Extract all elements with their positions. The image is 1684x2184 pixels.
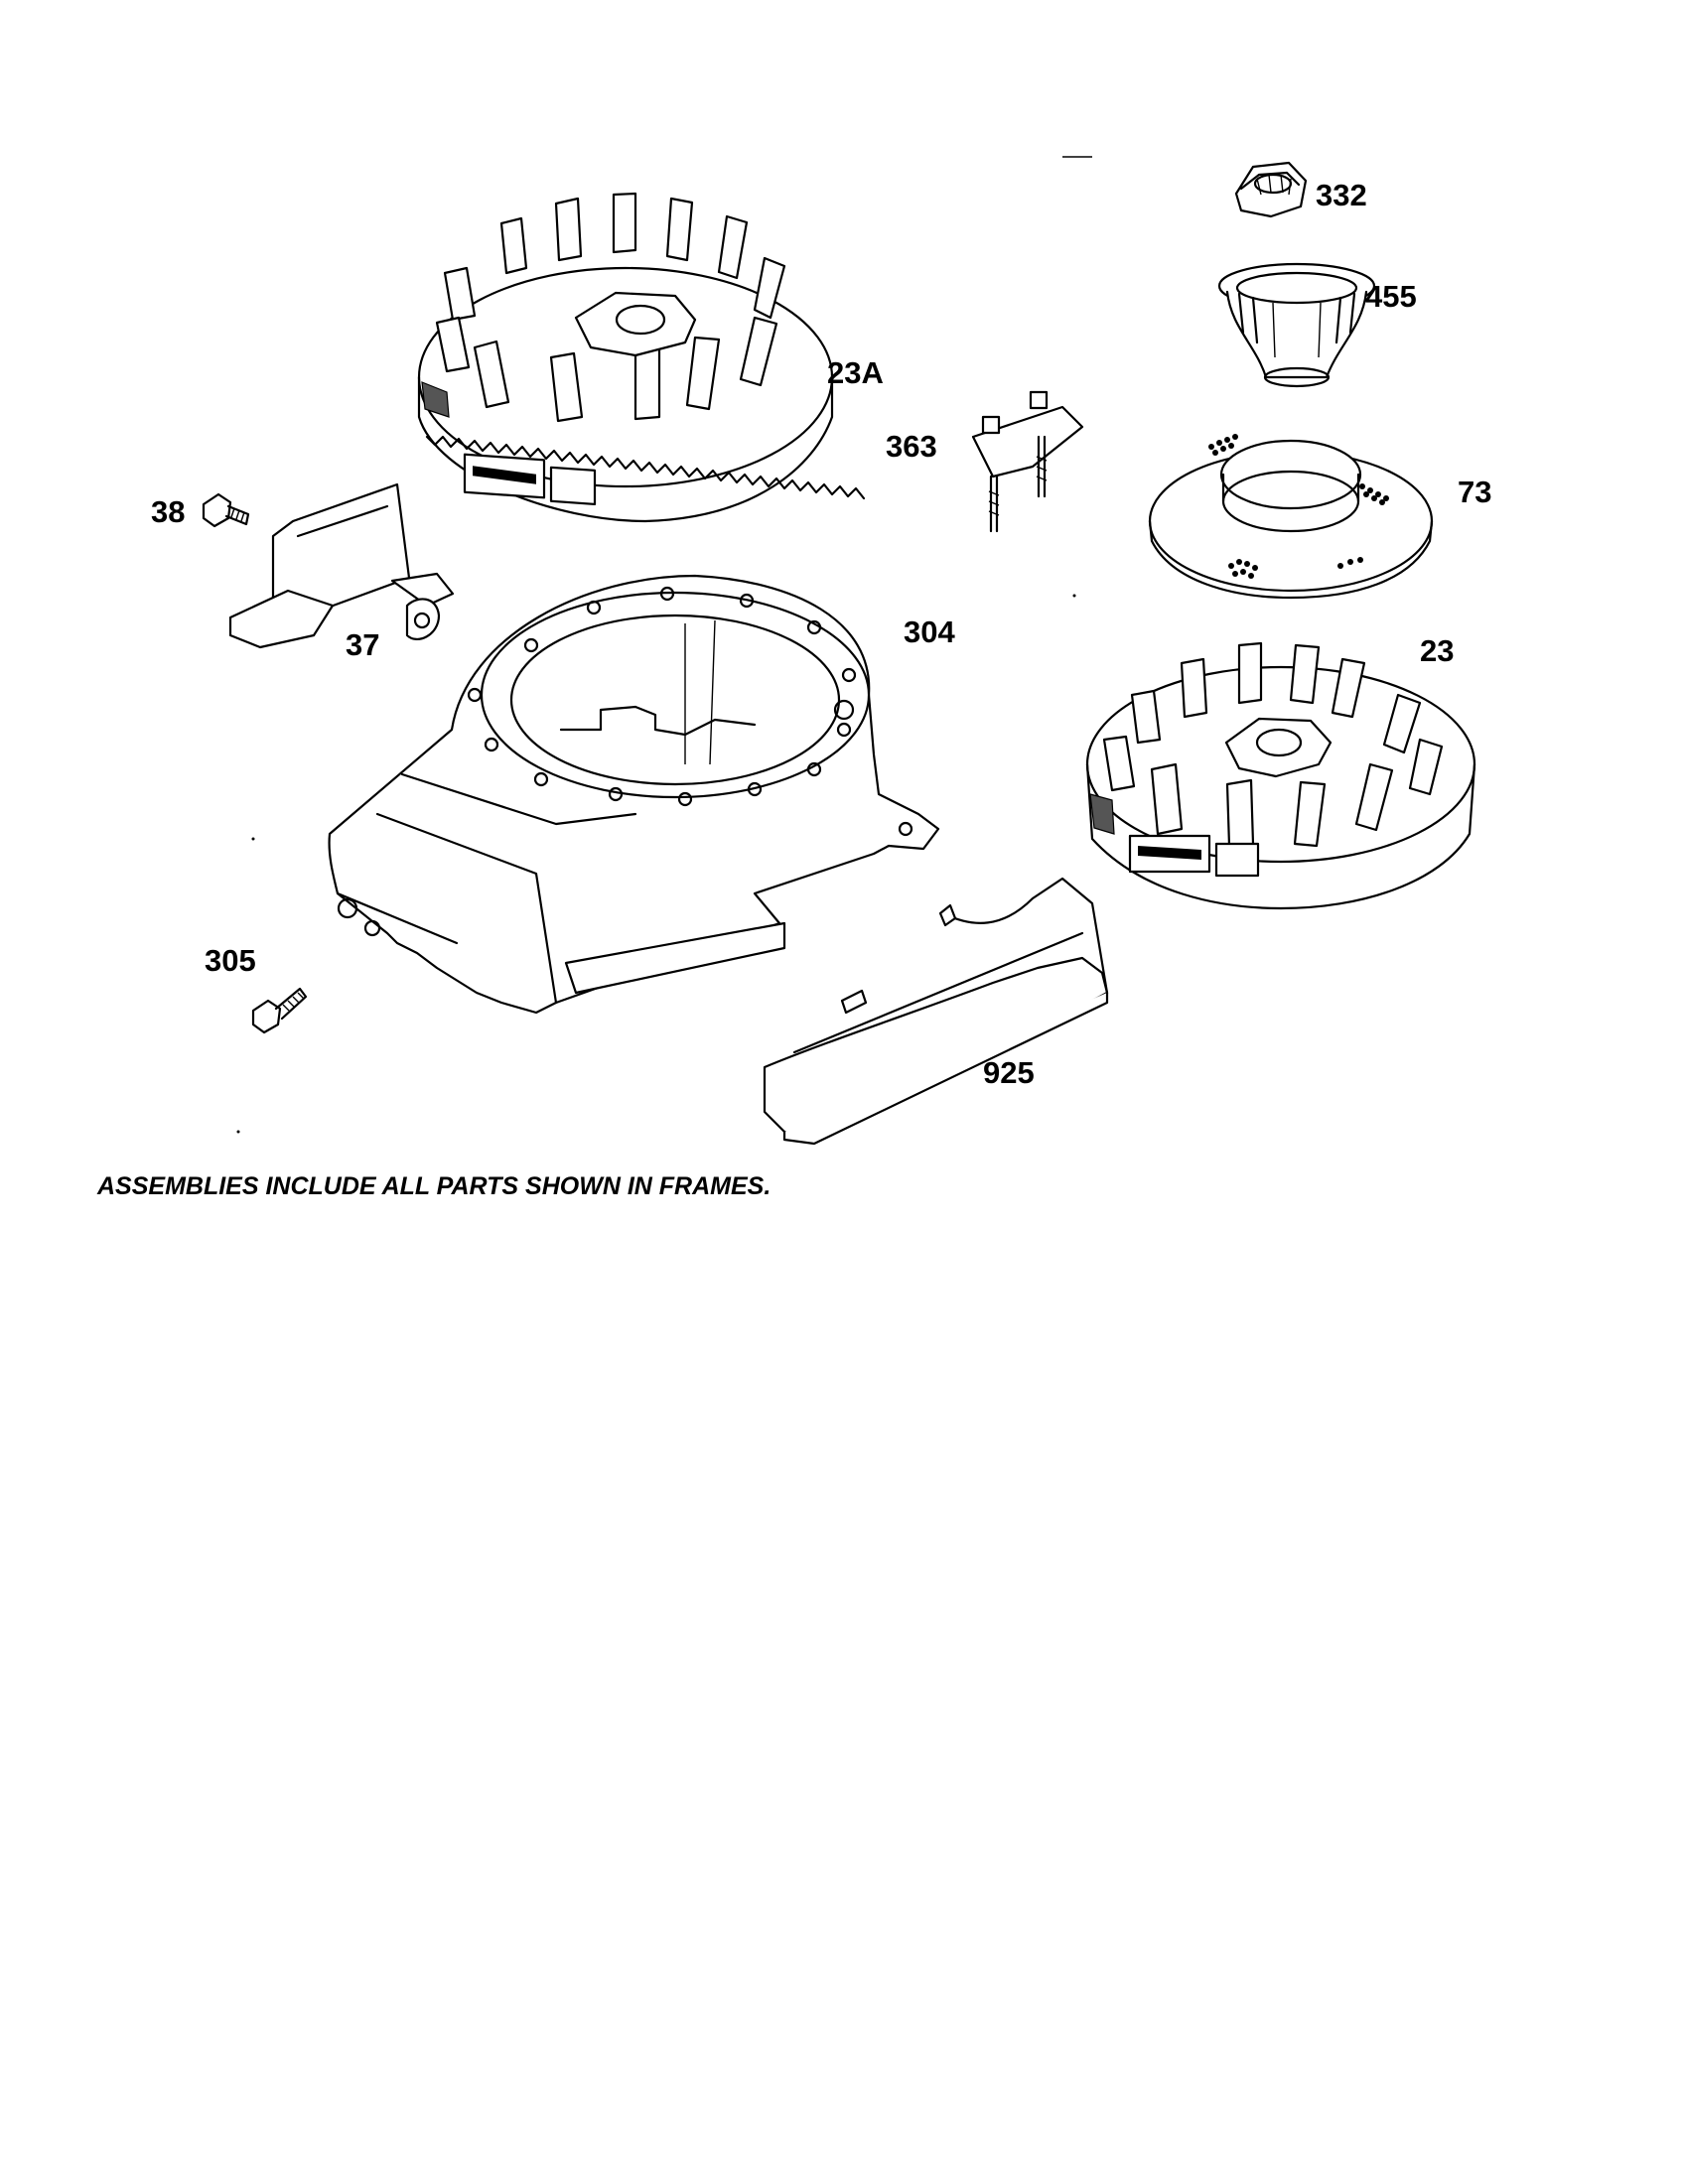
- guard-icon: [763, 877, 1109, 1146]
- part-label-73: 73: [1458, 475, 1492, 509]
- part-label-363: 363: [886, 429, 937, 464]
- bolt-holes: [467, 586, 857, 807]
- air-vane-icon: [228, 482, 455, 649]
- screw-icon: [251, 987, 308, 1034]
- parts-diagram: [202, 156, 1476, 1146]
- flywheel-geared-icon: [417, 192, 866, 523]
- part-label-455: 455: [1365, 279, 1417, 314]
- part-label-304: 304: [904, 614, 955, 649]
- part-label-37: 37: [346, 627, 380, 662]
- part-label-23: 23: [1420, 633, 1455, 668]
- stray-dot: [251, 837, 255, 841]
- stray-dot: [236, 1130, 240, 1134]
- part-label-332: 332: [1316, 178, 1367, 212]
- exploded-view-drawing: [202, 156, 1476, 1146]
- assemblies-footnote: ASSEMBLIES INCLUDE ALL PARTS SHOWN IN FR…: [97, 1172, 772, 1200]
- starter-cup-icon: [1217, 262, 1376, 388]
- screw-icon: [202, 492, 250, 528]
- blower-housing-icon: [328, 574, 940, 1015]
- part-label-38: 38: [151, 494, 186, 529]
- rotating-screen-icon: [1148, 434, 1434, 600]
- part-label-305: 305: [205, 943, 256, 978]
- armature-bracket-icon: [971, 390, 1084, 533]
- hex-nut-icon: [1234, 161, 1308, 218]
- part-label-925: 925: [983, 1055, 1035, 1090]
- stray-dot: [1072, 594, 1076, 598]
- part-label-23A: 23A: [827, 355, 884, 390]
- flywheel-icon: [1085, 641, 1476, 910]
